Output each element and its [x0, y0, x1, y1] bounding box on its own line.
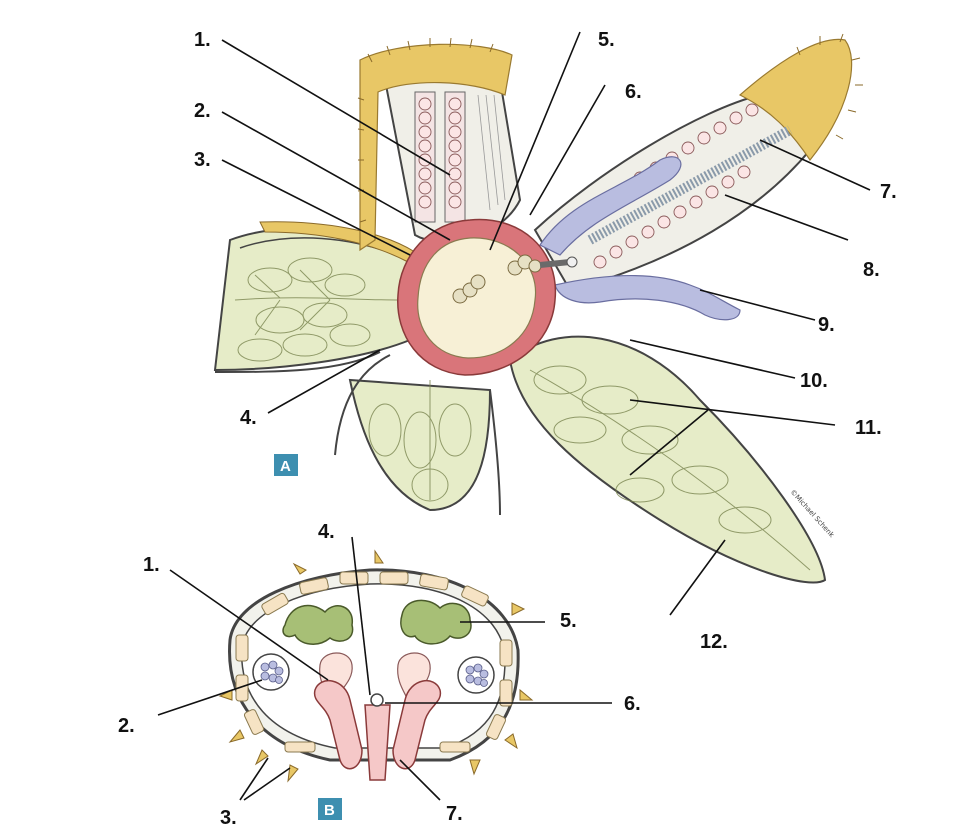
panel-a-label-6: 6. [625, 81, 642, 103]
ossicles [235, 571, 513, 753]
tube-foot-left [313, 680, 363, 770]
panel-b-label-4: 4. [318, 521, 335, 543]
stone-canal [452, 254, 542, 304]
pyloric-cecum-lower [554, 274, 741, 321]
panel-a-tag: A [274, 454, 298, 476]
digestive-gland-left [282, 604, 354, 645]
lower-right-arm [508, 335, 827, 584]
gonad-right [457, 656, 495, 694]
panel-a-label-5: 5. [598, 29, 615, 51]
panel-a-label-1: 1. [194, 29, 211, 51]
svg-text:B: B [324, 802, 335, 819]
panel-b-tag: B [318, 798, 342, 820]
pyloric-cecum [539, 156, 682, 256]
panel-b-label-6: 6. [624, 693, 641, 715]
digestive-gland-right [400, 599, 472, 645]
panel-a-label-11: 11. [855, 417, 882, 439]
gonad-left [252, 653, 290, 691]
panel-a-label-3: 3. [194, 149, 211, 171]
panel-a-illustration: ©Michael Schenk [213, 33, 863, 584]
panel-b-label-3: 3. [220, 807, 237, 824]
panel-a-label-10: 10. [800, 370, 828, 392]
panel-a-label-9: 9. [818, 314, 835, 336]
svg-text:A: A [280, 458, 291, 475]
panel-b-label-7: 7. [446, 803, 463, 824]
panel-a-label-8: 8. [863, 259, 880, 281]
right-arm-spiny-tip [738, 38, 853, 162]
panel-b-labels: 1. 2. 3. 4. 5. 6. 7. [118, 521, 641, 824]
panel-a-label-7: 7. [880, 181, 897, 203]
panel-a-label-4: 4. [240, 407, 257, 429]
panel-a-leader-lines [221, 31, 871, 616]
upper-arm-spiny-tip [359, 43, 513, 252]
spines [218, 549, 534, 783]
panel-b-label-1: 1. [143, 554, 160, 576]
panel-a-labels: 1. 2. 3. 4. 5. 6. 7. 8. 9. 10. 11. 12. [194, 29, 897, 653]
panel-b-leader-lines [157, 536, 612, 801]
panel-a-label-12: 12. [700, 631, 728, 653]
panel-b-label-5: 5. [560, 610, 577, 632]
panel-a-label-2: 2. [194, 100, 211, 122]
lower-arm [348, 378, 492, 512]
radial-canal [370, 693, 384, 707]
panel-b-label-2: 2. [118, 715, 135, 737]
panel-b-cross-section [218, 549, 534, 783]
